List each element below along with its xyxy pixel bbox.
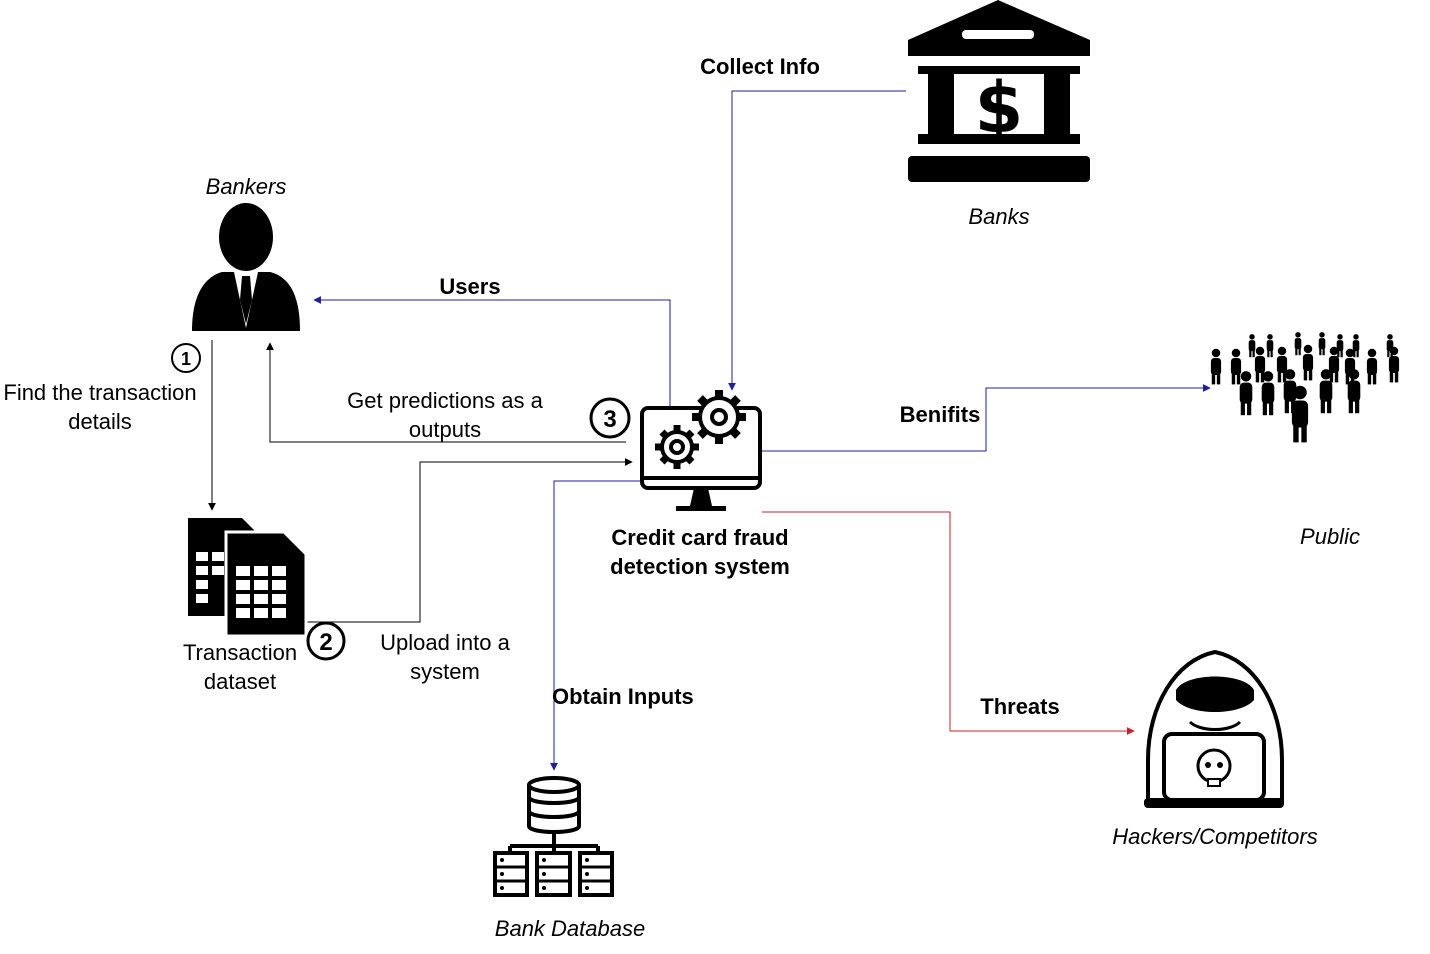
connector-collect-info	[728, 90, 906, 391]
step-marker-2: 2	[306, 621, 346, 661]
flow-label-upload: Upload into a system	[380, 630, 510, 684]
step-number: 3	[603, 406, 616, 433]
connector-obtain-inputs	[550, 480, 640, 771]
actor-label-hackers: Hackers/Competitors	[1112, 824, 1318, 849]
database-server-icon	[493, 776, 614, 897]
flow-label-benefits: Benifits	[899, 402, 981, 427]
connector-upload	[305, 458, 633, 623]
step-number: 2	[319, 629, 332, 656]
spreadsheet-documents-icon	[188, 518, 308, 638]
actor-label-bank-database: Bank Database	[494, 916, 646, 941]
flow-label-threats: Threats	[980, 694, 1060, 719]
computer-gears-icon	[640, 390, 762, 511]
actor-label-bankers: Bankers	[205, 174, 287, 199]
step-marker-3: 3	[589, 397, 631, 439]
flow-label-predictions: Get predictions as a outputs	[347, 388, 543, 442]
actor-label-transaction-dataset: Transaction dataset	[182, 640, 298, 694]
crowd-icon	[1210, 332, 1400, 443]
step-marker-1: 1	[171, 343, 201, 373]
step-number: 1	[181, 349, 191, 369]
actor-label-public: Public	[1300, 524, 1360, 549]
connector-users	[313, 296, 671, 420]
hacker-icon	[1144, 649, 1284, 808]
connector-threats	[762, 511, 1135, 735]
actor-label-banks: Banks	[968, 204, 1030, 229]
flow-label-obtain-inputs: Obtain Inputs	[552, 684, 694, 709]
flow-label-find-details: Find the transaction details	[3, 380, 197, 434]
connector-benefits	[762, 384, 1211, 452]
flow-label-users: Users	[439, 274, 501, 299]
connector-predictions	[266, 342, 626, 443]
bank-building-icon: $	[908, 0, 1090, 182]
businessman-icon	[192, 203, 300, 331]
flow-label-collect-info: Collect Info	[700, 54, 820, 79]
system-label: Credit card fraud detection system	[610, 525, 790, 579]
